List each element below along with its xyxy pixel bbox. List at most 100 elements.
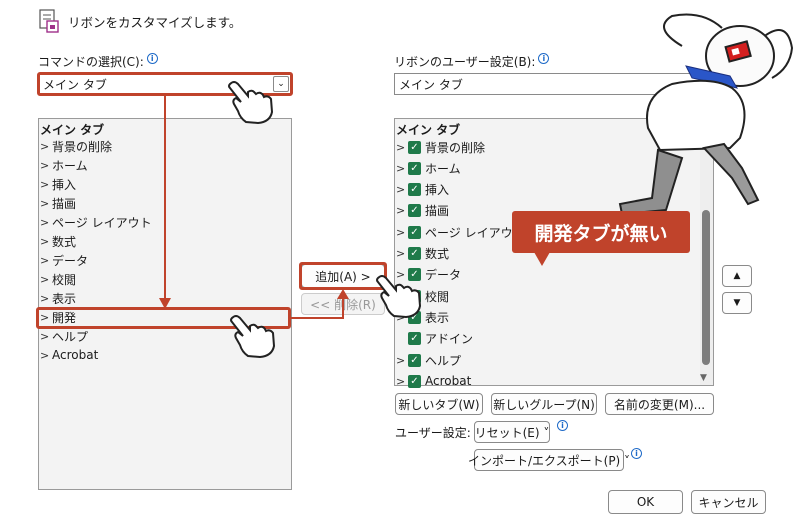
commands-list-item-label: Acrobat bbox=[52, 348, 99, 362]
chevron-right-icon[interactable]: > bbox=[396, 374, 406, 388]
checkbox-checked-icon[interactable]: ✓ bbox=[408, 353, 421, 367]
commands-list-item[interactable]: >挿入 bbox=[40, 175, 76, 193]
commands-list-header: メイン タブ bbox=[40, 122, 105, 137]
commands-list-item-label: 描画 bbox=[52, 196, 77, 211]
info-icon[interactable]: i bbox=[631, 448, 642, 459]
checkbox-checked-icon[interactable]: ✓ bbox=[408, 183, 421, 197]
add-button[interactable]: 追加(A) > bbox=[301, 264, 385, 288]
callout-no-developer-tab: 開発タブが無い bbox=[512, 211, 690, 253]
commands-list-item[interactable]: >ホーム bbox=[40, 156, 88, 174]
ribbon-dropdown-value: メイン タブ bbox=[399, 77, 463, 92]
chevron-right-icon[interactable]: > bbox=[40, 234, 50, 248]
ribbon-tab-item[interactable]: >✓ヘルプ bbox=[396, 351, 461, 369]
chevron-down-icon[interactable]: ⌄ bbox=[273, 76, 289, 92]
chevron-right-icon[interactable]: > bbox=[40, 139, 50, 153]
ribbon-tab-item[interactable]: >✓ ホーム bbox=[396, 159, 461, 177]
commands-list-item[interactable]: >ヘルプ bbox=[40, 327, 88, 345]
pointer-hand-icon bbox=[376, 275, 422, 319]
ribbon-list-header: メイン タブ bbox=[396, 122, 461, 137]
commands-dropdown-value: メイン タブ bbox=[43, 77, 107, 92]
checkbox-checked-icon[interactable]: ✓ bbox=[408, 204, 421, 218]
checkbox-checked-icon[interactable]: ✓ bbox=[408, 374, 421, 388]
ribbon-tab-item[interactable]: >✓Acrobat bbox=[396, 372, 471, 390]
info-icon[interactable]: i bbox=[538, 53, 550, 64]
ribbon-tab-item[interactable]: >✓ データ bbox=[396, 266, 461, 284]
commands-list-item-label: 校閲 bbox=[52, 272, 77, 287]
scrollbar-thumb[interactable] bbox=[702, 210, 710, 365]
ribbon-tab-item-label: 背景の削除 bbox=[425, 140, 486, 155]
ribbon-tab-item-label: アドイン bbox=[425, 332, 474, 347]
chevron-right-icon[interactable]: > bbox=[40, 177, 50, 191]
commands-label: コマンドの選択(C):i bbox=[38, 53, 158, 70]
ribbon-tab-item-label: 表示 bbox=[425, 310, 450, 325]
cartoon-character-illustration bbox=[618, 13, 794, 216]
import-export-button[interactable]: インポート/エクスポート(P) ˅ bbox=[468, 449, 630, 471]
chevron-right-icon[interactable]: > bbox=[40, 215, 50, 229]
commands-list-item[interactable]: >校閲 bbox=[40, 270, 76, 288]
ribbon-tab-item-label: ホーム bbox=[425, 161, 461, 176]
ribbon-dropdown[interactable]: メイン タブ bbox=[394, 73, 714, 95]
checkbox-checked-icon[interactable]: ✓ bbox=[408, 332, 421, 346]
info-icon[interactable]: i bbox=[557, 420, 568, 431]
checkbox-checked-icon[interactable]: ✓ bbox=[408, 161, 421, 175]
reset-button[interactable]: リセット(E) ˅ bbox=[474, 421, 550, 443]
commands-list-item[interactable]: >描画 bbox=[40, 194, 76, 212]
checkbox-checked-icon[interactable]: ✓ bbox=[408, 268, 421, 282]
commands-list-item-label: 開発 bbox=[52, 310, 77, 325]
ribbon-tab-item-label: 描画 bbox=[425, 204, 450, 219]
ok-button[interactable]: OK bbox=[608, 490, 683, 514]
chevron-right-icon[interactable]: > bbox=[40, 310, 50, 324]
chevron-right-icon[interactable]: > bbox=[40, 291, 50, 305]
commands-list-item-label: ヘルプ bbox=[52, 329, 89, 344]
move-down-button[interactable]: ▼ bbox=[722, 292, 752, 314]
commands-list-item-label: 数式 bbox=[52, 234, 77, 249]
user-settings-label: ユーザー設定: bbox=[395, 426, 471, 440]
commands-list-item[interactable]: >Acrobat bbox=[40, 346, 98, 364]
chevron-right-icon[interactable]: > bbox=[396, 161, 406, 175]
checkbox-checked-icon[interactable]: ✓ bbox=[408, 247, 421, 260]
ribbon-tab-item-label: データ bbox=[425, 268, 462, 283]
commands-list-item[interactable]: >データ bbox=[40, 251, 88, 269]
chevron-right-icon[interactable]: > bbox=[396, 204, 406, 218]
new-tab-button[interactable]: 新しいタブ(W) bbox=[395, 393, 483, 415]
checkbox-checked-icon[interactable]: ✓ bbox=[408, 225, 421, 239]
commands-list-item[interactable]: >背景の削除 bbox=[40, 137, 112, 155]
checkbox-checked-icon[interactable]: ✓ bbox=[408, 140, 421, 154]
new-group-button[interactable]: 新しいグループ(N) bbox=[491, 393, 597, 415]
chevron-right-icon[interactable]: > bbox=[396, 225, 406, 239]
dialog-title: リボンをカスタマイズします。 bbox=[68, 14, 242, 30]
commands-list-item[interactable]: >ページ レイアウト bbox=[40, 213, 152, 231]
move-up-button[interactable]: ▲ bbox=[722, 265, 752, 287]
commands-list-item[interactable]: >数式 bbox=[40, 232, 76, 250]
rename-button[interactable]: 名前の変更(M)... bbox=[605, 393, 714, 415]
chevron-right-icon[interactable]: > bbox=[396, 353, 406, 367]
commands-list-item-label: データ bbox=[52, 253, 89, 268]
chevron-right-icon[interactable]: > bbox=[396, 247, 406, 260]
ribbon-tab-item[interactable]: >✓数式 bbox=[396, 245, 449, 263]
commands-list-item-label: 挿入 bbox=[52, 177, 77, 192]
ribbon-tab-item[interactable]: >✓挿入 bbox=[396, 181, 449, 199]
chevron-right-icon[interactable]: > bbox=[396, 183, 406, 197]
cancel-button[interactable]: キャンセル bbox=[691, 490, 766, 514]
ribbon-tab-item[interactable]: >✓ページ レイアウト bbox=[396, 223, 525, 241]
chevron-right-icon[interactable]: > bbox=[40, 272, 50, 286]
ribbon-tab-item[interactable]: >✓ 描画 bbox=[396, 202, 449, 220]
chevron-right-icon[interactable]: > bbox=[40, 158, 50, 172]
chevron-right-icon[interactable]: > bbox=[396, 268, 406, 282]
ribbon-tab-item[interactable]: >✓ 背景の削除 bbox=[396, 138, 485, 156]
chevron-right-icon[interactable]: > bbox=[40, 196, 50, 210]
commands-list-item-label: ページ レイアウト bbox=[52, 215, 152, 230]
chevron-right-icon[interactable]: > bbox=[40, 253, 50, 267]
ribbon-tab-item[interactable]: ✓ アドイン bbox=[396, 330, 473, 348]
chevron-right-icon[interactable]: > bbox=[396, 140, 406, 154]
triangle-down-icon: ▼ bbox=[733, 298, 741, 308]
commands-list-item-label: ホーム bbox=[52, 158, 88, 173]
pointer-hand-icon bbox=[228, 81, 274, 125]
chevron-right-icon[interactable]: > bbox=[40, 329, 50, 343]
info-icon[interactable]: i bbox=[146, 53, 158, 64]
commands-list-item[interactable]: >開発 bbox=[40, 308, 76, 326]
commands-list-item[interactable]: >表示 bbox=[40, 289, 76, 307]
chevron-right-icon[interactable]: > bbox=[40, 348, 50, 362]
scroll-down-icon[interactable]: ▼ bbox=[700, 373, 707, 383]
